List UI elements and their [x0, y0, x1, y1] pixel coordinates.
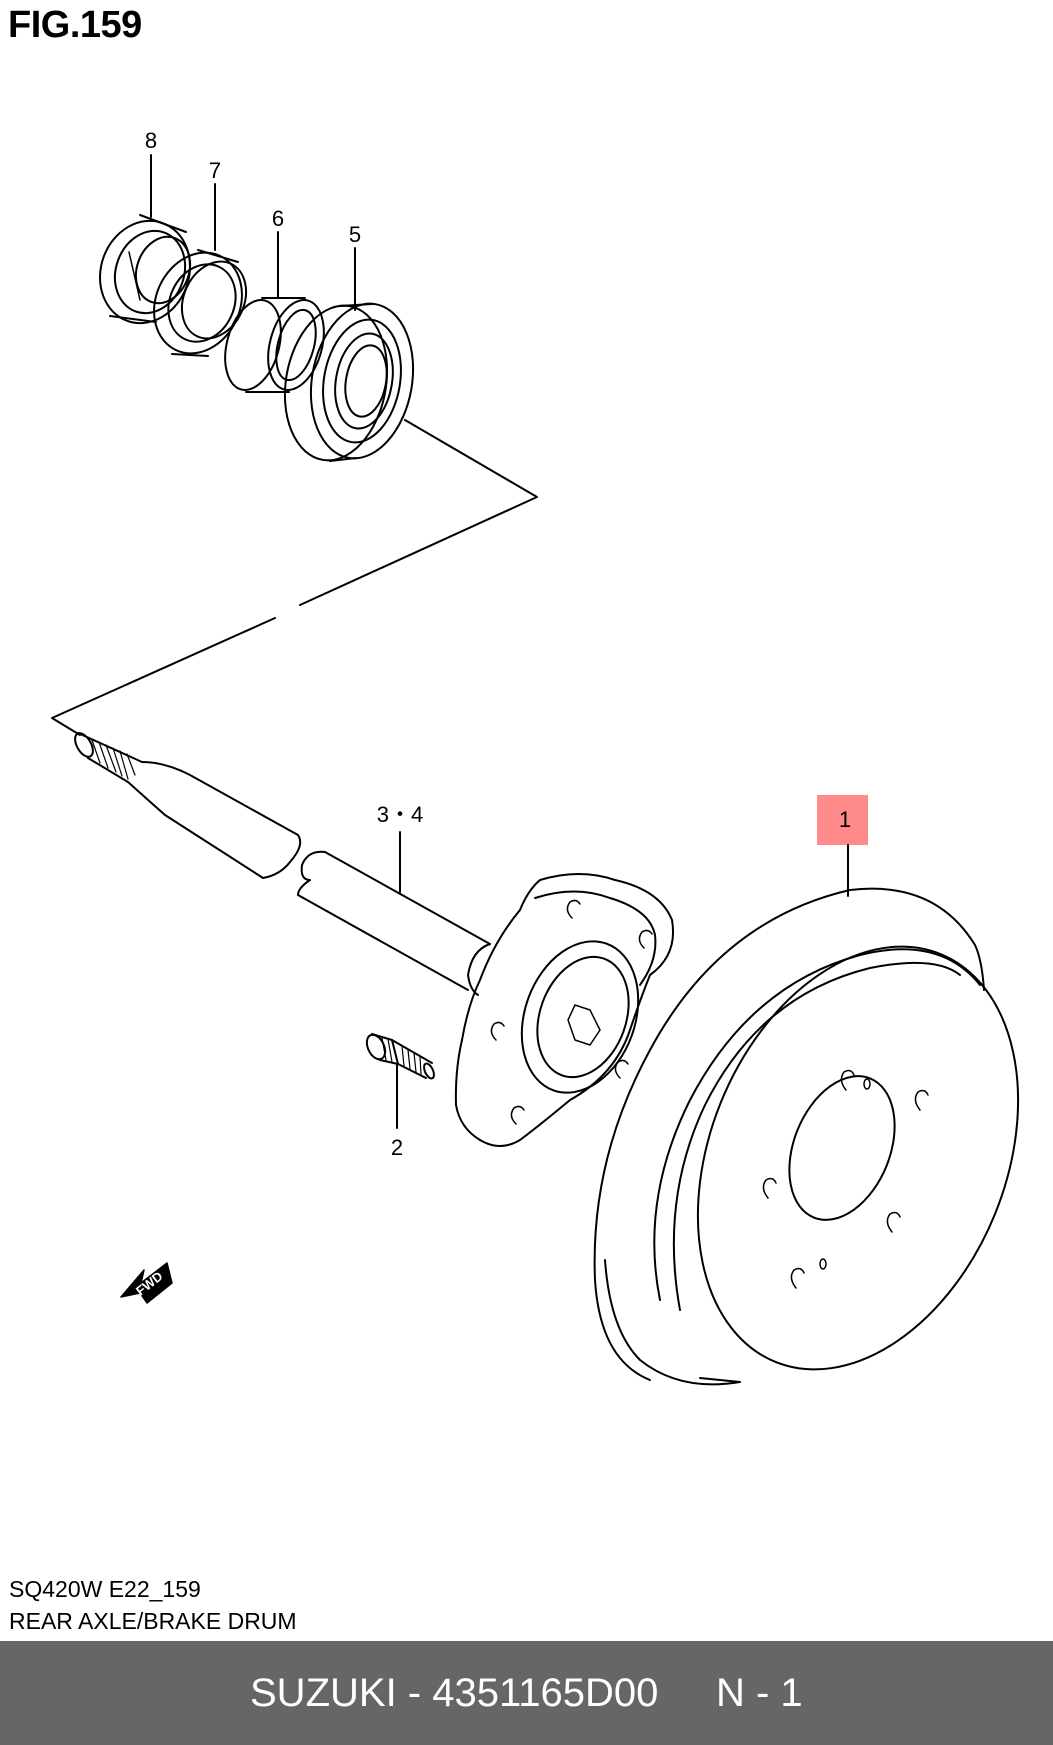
fwd-arrow-icon: FWD — [120, 1262, 173, 1304]
quantity: N - 1 — [716, 1671, 803, 1715]
callout-6[interactable]: 6 — [272, 206, 284, 299]
section-title: REAR AXLE/BRAKE DRUM — [9, 1608, 297, 1634]
svg-text:6: 6 — [272, 206, 284, 231]
model-code: SQ420W E22_159 — [9, 1576, 201, 1602]
axle-flange[interactable] — [454, 873, 674, 1147]
part-2-stud-bolt[interactable] — [363, 1032, 436, 1080]
callout-3-4[interactable]: 3・4 — [377, 802, 423, 893]
callout-8[interactable]: 8 — [145, 128, 157, 218]
svg-text:2: 2 — [391, 1135, 403, 1160]
parts-diagram: 8 7 6 5 — [51, 128, 1053, 1418]
figure-title: FIG.159 — [8, 4, 142, 46]
footer-bar: SUZUKI - 4351165D00 N - 1 — [0, 1641, 1053, 1745]
svg-text:5: 5 — [349, 222, 361, 247]
part-5-bearing[interactable] — [273, 296, 425, 469]
callout-1-highlight — [817, 795, 868, 845]
part-3-4-axle-shaft[interactable] — [71, 730, 491, 996]
callout-5[interactable]: 5 — [349, 222, 361, 311]
part-7-retainer-ring[interactable] — [138, 238, 258, 368]
assembly-leader-line — [51, 419, 538, 736]
part-number: SUZUKI - 4351165D00 — [250, 1671, 659, 1715]
part-1-brake-drum[interactable] — [593, 887, 1053, 1418]
svg-text:3・4: 3・4 — [377, 802, 423, 827]
callout-2[interactable]: 2 — [391, 1064, 403, 1160]
svg-text:7: 7 — [209, 158, 221, 183]
svg-text:8: 8 — [145, 128, 157, 153]
svg-text:1: 1 — [839, 807, 851, 832]
part-8-oil-seal[interactable] — [86, 208, 204, 336]
callout-1[interactable]: 1 — [817, 795, 868, 897]
callout-7[interactable]: 7 — [209, 158, 221, 251]
